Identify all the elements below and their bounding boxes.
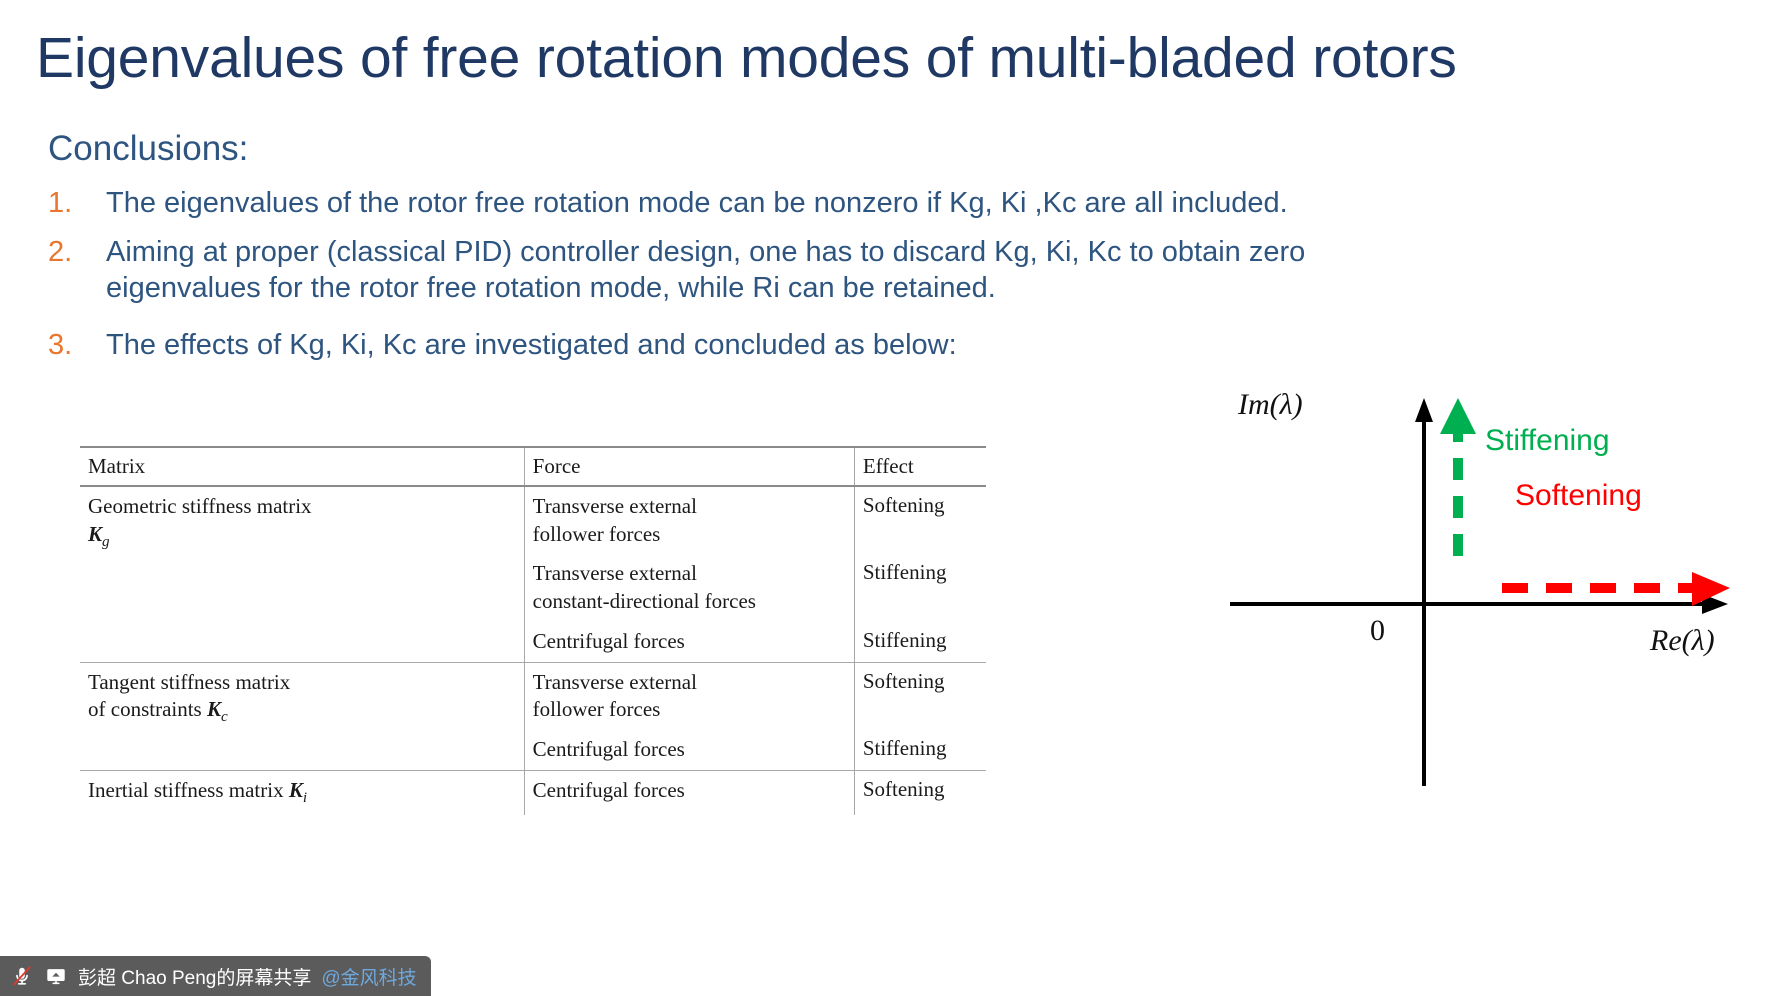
- origin-label: 0: [1370, 614, 1385, 647]
- microphone-muted-icon[interactable]: [10, 964, 34, 988]
- matrix-symbol: Kg: [88, 521, 110, 550]
- page-title: Eigenvalues of free rotation modes of mu…: [36, 26, 1457, 90]
- imaginary-axis-icon: [1415, 398, 1433, 786]
- list-item-text: The eigenvalues of the rotor free rotati…: [106, 187, 1288, 219]
- table-cell-effect: Stiffening: [853, 554, 986, 622]
- list-item-text: The effects of Kg, Ki, Kc are investigat…: [106, 329, 957, 362]
- list-item: 1. The eigenvalues of the rotor free rot…: [48, 186, 1408, 221]
- force-line: follower forces: [532, 521, 661, 546]
- table-row: Tangent stiffness matrix of constraints …: [80, 661, 986, 771]
- force-line: Transverse external: [532, 494, 697, 518]
- complex-plane-diagram: Im(λ) Re(λ) 0 Stiffening Softening: [1230, 366, 1768, 786]
- table-row: Centrifugal forces Stiffening: [80, 730, 986, 771]
- screen-share-owner-text: 彭超 Chao Peng的屏幕共享: [78, 967, 312, 989]
- table-row: Centrifugal forces Stiffening: [80, 621, 986, 663]
- table-cell-effect: Stiffening: [853, 621, 986, 663]
- list-item-text: Aiming at proper (classical PID) control…: [106, 236, 1306, 304]
- table-cell-force: Centrifugal forces: [523, 769, 855, 815]
- table-cell-force: Transverse external follower forces: [523, 661, 855, 731]
- real-axis-icon: [1230, 594, 1728, 614]
- table-cell-effect: Softening: [853, 769, 986, 815]
- stiffening-label: Stiffening: [1485, 424, 1610, 457]
- matrix-name-cont: of constraints Kc: [88, 697, 228, 726]
- conclusions-list: 1. The eigenvalues of the rotor free rot…: [48, 186, 1408, 378]
- table-header-matrix: Matrix: [88, 454, 146, 478]
- conclusions-heading: Conclusions:: [48, 129, 249, 168]
- table-row: Geometric stiffness matrix Kg Transverse…: [80, 486, 986, 555]
- effects-table-container: Matrix Force Effect Geometric stiffness …: [80, 446, 986, 815]
- matrix-name: Inertial stiffness matrix Ki: [88, 777, 308, 806]
- table-cell-effect: Softening: [853, 486, 986, 555]
- softening-arrow-icon: [1502, 572, 1730, 606]
- screen-share-handle: @金风科技: [321, 967, 417, 989]
- table-cell-matrix: Geometric stiffness matrix Kg: [80, 486, 524, 662]
- list-item-number: 3.: [48, 329, 73, 362]
- table-cell-force: Centrifugal forces: [523, 621, 855, 663]
- table-cell-force: Transverse external constant-directional…: [523, 554, 855, 622]
- table-cell-force: Transverse external follower forces: [523, 486, 855, 555]
- force-line: Centrifugal forces: [532, 737, 685, 762]
- screen-share-status-bar: 彭超 Chao Peng的屏幕共享 @金风科技: [0, 956, 431, 996]
- force-line: Centrifugal forces: [532, 628, 685, 653]
- list-item: 2. Aiming at proper (classical PID) cont…: [48, 235, 1408, 306]
- list-item-number: 1.: [48, 187, 73, 219]
- table-header-effect: Effect: [853, 447, 986, 486]
- table-header-row: Matrix Force Effect: [80, 447, 986, 486]
- force-line: follower forces: [532, 697, 661, 722]
- table-row: Transverse external constant-directional…: [80, 554, 986, 622]
- softening-label: Softening: [1515, 479, 1642, 512]
- force-line: Transverse external: [532, 561, 697, 586]
- matrix-name: Geometric stiffness matrix: [88, 494, 312, 518]
- force-line: constant-directional forces: [532, 589, 756, 614]
- matrix-name: Tangent stiffness matrix: [88, 669, 291, 694]
- table-row: Inertial stiffness matrix Ki Centrifugal…: [80, 769, 986, 815]
- table-cell-effect: Softening: [853, 661, 986, 731]
- stiffening-arrow-icon: [1440, 398, 1476, 556]
- force-line: Centrifugal forces: [532, 777, 685, 802]
- list-item: 3. The effects of Kg, Ki, Kc are investi…: [48, 328, 1408, 363]
- list-item-number: 2.: [48, 236, 73, 269]
- screen-share-icon[interactable]: [44, 964, 68, 988]
- table-cell-effect: Stiffening: [853, 730, 986, 771]
- table-cell-matrix: Tangent stiffness matrix of constraints …: [80, 661, 525, 771]
- table-cell-matrix: Inertial stiffness matrix Ki: [80, 769, 525, 815]
- effects-table: Matrix Force Effect Geometric stiffness …: [80, 446, 986, 815]
- imaginary-axis-label: Im(λ): [1238, 388, 1303, 421]
- table-cell-force: Centrifugal forces: [523, 730, 855, 771]
- force-line: Transverse external: [532, 669, 697, 694]
- complex-plane-svg: [1230, 398, 1730, 786]
- real-axis-label: Re(λ): [1650, 624, 1715, 657]
- table-header-force: Force: [523, 447, 855, 486]
